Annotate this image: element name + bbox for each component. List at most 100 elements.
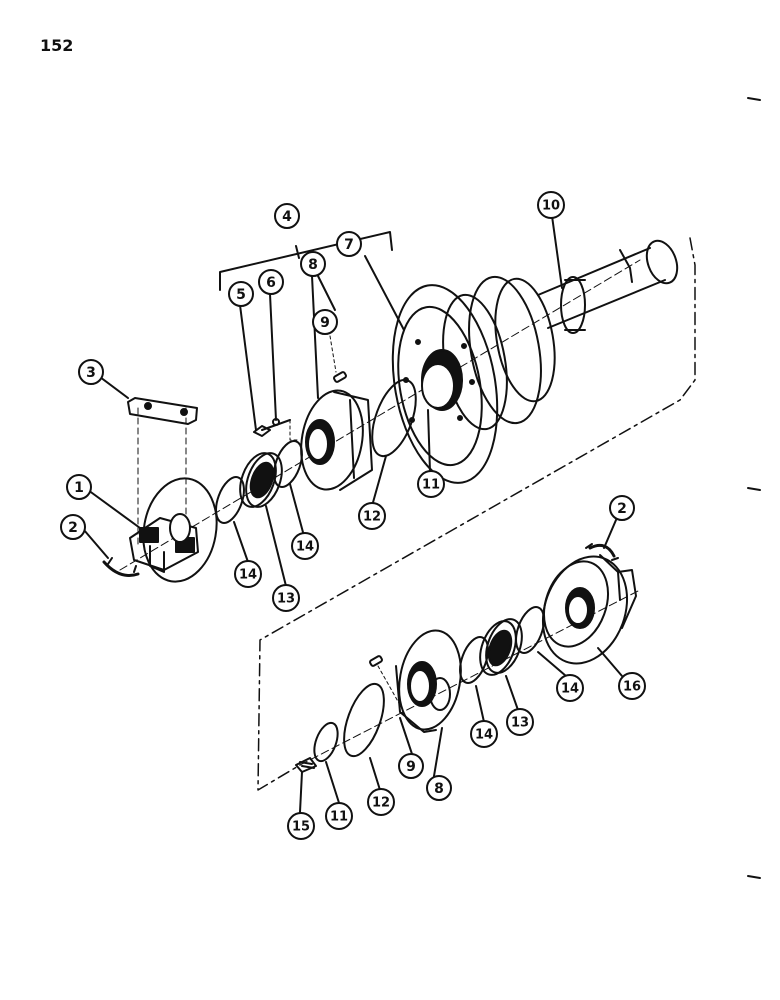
callout-label: 7	[344, 237, 354, 253]
lock-clip	[585, 543, 619, 561]
o-ring	[371, 378, 417, 458]
leader-line	[269, 293, 277, 421]
callout-circle	[556, 674, 584, 702]
callout-label: 15	[292, 820, 310, 835]
leader-line	[505, 675, 519, 711]
axis-line	[119, 259, 641, 571]
o-ring	[313, 721, 339, 763]
callout-circle	[66, 474, 92, 500]
page-number: 152	[40, 36, 74, 55]
callout-circle	[609, 495, 635, 521]
group-bracket	[219, 231, 393, 291]
leader-line	[299, 771, 303, 813]
track-roller	[391, 275, 556, 484]
callout-circle	[234, 560, 262, 588]
leader-line	[427, 409, 431, 473]
callout-label: 11	[330, 810, 348, 825]
callout-circle	[537, 191, 565, 219]
callout-label: 16	[623, 680, 641, 695]
o-ring	[343, 682, 385, 758]
callout-label: 5	[236, 287, 246, 303]
callout-label: 8	[434, 781, 444, 797]
o-ring	[273, 440, 303, 488]
callout-circle	[291, 532, 319, 560]
leader-line	[289, 483, 305, 537]
callout-label: 3	[86, 365, 96, 381]
bolt	[253, 419, 291, 437]
callout-circle	[60, 514, 86, 540]
leader-line	[537, 651, 567, 677]
callout-circle	[367, 788, 395, 816]
callout-circle	[506, 708, 534, 736]
callout-label: 2	[68, 520, 78, 536]
callout-label: 4	[282, 209, 292, 225]
leader-line	[364, 255, 405, 331]
end-collar	[129, 477, 218, 583]
leader-line	[603, 519, 617, 549]
plate	[127, 397, 198, 425]
seal	[479, 618, 523, 676]
callout-circle	[358, 502, 386, 530]
callout-label: 6	[266, 275, 276, 291]
callout-circle	[274, 203, 300, 229]
end-collar	[541, 554, 637, 665]
callout-label: 11	[422, 478, 440, 493]
leader-line	[475, 685, 485, 723]
callout-circle	[398, 753, 424, 779]
callout-label: 14	[561, 682, 579, 697]
leader-line	[83, 529, 109, 559]
callout-label: 9	[406, 759, 416, 775]
o-ring	[515, 606, 545, 654]
leader-line	[377, 665, 401, 706]
seal	[239, 452, 283, 508]
pin	[369, 655, 383, 667]
callout-circle	[272, 584, 300, 612]
pin	[333, 371, 347, 383]
callout-label: 14	[239, 568, 257, 583]
leader-line	[399, 717, 413, 755]
callout-label: 8	[308, 257, 318, 273]
leader-line	[329, 335, 337, 373]
callout-label: 14	[296, 540, 314, 555]
o-ring	[459, 636, 489, 684]
callout-circle	[228, 281, 254, 307]
leader-line	[317, 275, 336, 311]
callout-circle	[312, 309, 338, 335]
leader-line	[433, 727, 443, 777]
callout-circle	[426, 775, 452, 801]
collar	[395, 629, 462, 733]
lock-clip	[588, 543, 616, 558]
callout-circle	[417, 470, 445, 498]
plug	[295, 757, 317, 773]
callout-circle	[287, 812, 315, 840]
margin-mark	[747, 487, 761, 491]
callout-circle	[618, 672, 646, 700]
shaft	[537, 239, 679, 334]
leader-line	[325, 761, 341, 807]
leader-line	[239, 304, 257, 431]
callout-label: 13	[511, 716, 529, 731]
callout-label: 13	[277, 592, 295, 607]
callout-label: 9	[320, 315, 330, 331]
leader-line	[295, 245, 300, 259]
callout-circle	[300, 251, 326, 277]
assembly-path	[257, 237, 696, 791]
callout-label: 12	[372, 796, 390, 811]
leader-line	[551, 215, 563, 289]
callout-circle	[325, 802, 353, 830]
callout-circle	[258, 269, 284, 295]
leader-line	[311, 275, 319, 399]
o-ring	[215, 476, 245, 524]
callout-label: 10	[542, 199, 560, 214]
callout-circle	[470, 720, 498, 748]
leader-line	[265, 505, 287, 587]
margin-mark	[747, 875, 761, 879]
lock-clip	[107, 557, 137, 573]
leader-line	[289, 419, 299, 441]
callout-label: 14	[475, 728, 493, 743]
callout-label: 2	[617, 501, 627, 517]
leader-line	[87, 489, 141, 529]
collar	[300, 389, 373, 491]
leader-line	[597, 647, 623, 677]
